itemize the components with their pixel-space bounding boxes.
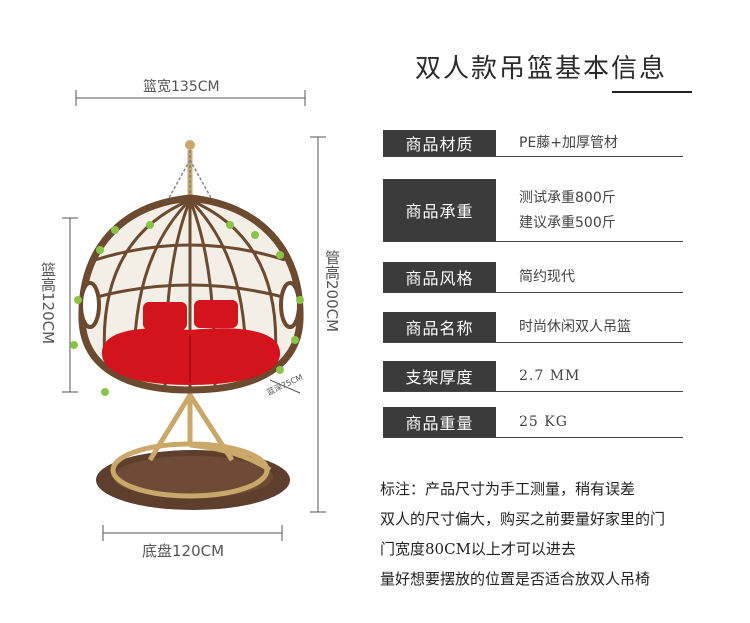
spec-label: 商品风格 bbox=[383, 262, 496, 292]
spec-label: 商品承重 bbox=[383, 179, 496, 241]
spec-row-name: 商品名称 时尚休闲双人吊篮 bbox=[383, 312, 683, 343]
spec-row-style: 商品风格 简约现代 bbox=[383, 262, 683, 293]
spec-value: 测试承重800斤 bbox=[519, 190, 616, 206]
spec-divider bbox=[383, 292, 683, 293]
hanging-hook bbox=[185, 140, 195, 150]
spec-value: 建议承重500斤 bbox=[519, 215, 616, 231]
base-dimension-line bbox=[102, 525, 283, 541]
spec-divider bbox=[383, 156, 683, 157]
note-line: 量好想要摆放的位置是否适合放双人吊椅 bbox=[380, 570, 651, 588]
width-dimension-line bbox=[75, 90, 306, 106]
tube-height-line bbox=[310, 136, 326, 513]
base-label: 底盘120CM bbox=[142, 542, 225, 560]
width-label: 篮宽135CM bbox=[143, 79, 220, 95]
product-illustration bbox=[0, 0, 370, 619]
spec-value: 简约现代 bbox=[519, 269, 575, 285]
vine-decoration bbox=[70, 221, 304, 396]
note-line: 双人的尺寸偏大，购买之前要量好家里的门 bbox=[380, 510, 666, 528]
spec-row-thickness: 支架厚度 2.7 MM bbox=[383, 361, 683, 392]
back-pillow-left bbox=[143, 302, 187, 330]
notes-block: 标注：产品尺寸为手工测量，稍有误差 双人的尺寸偏大，购买之前要量好家里的门 门宽… bbox=[380, 474, 665, 594]
title-underline bbox=[612, 91, 692, 93]
spec-value: 2.7 MM bbox=[519, 368, 581, 384]
spec-value: 25 KG bbox=[519, 414, 568, 430]
spec-row-weight: 商品重量 25 KG bbox=[383, 407, 683, 438]
spec-label: 商品名称 bbox=[383, 312, 496, 342]
note-line: 门宽度80CM以上才可以进去 bbox=[380, 540, 576, 558]
spec-row-material: 商品材质 PE藤+加厚管材 bbox=[383, 130, 683, 158]
spec-row-load: 商品承重 测试承重800斤 建议承重500斤 bbox=[383, 179, 683, 242]
basket-height-line bbox=[62, 217, 78, 393]
tube-height-label: 管高200CM bbox=[323, 250, 341, 333]
spec-value: PE藤+加厚管材 bbox=[519, 135, 619, 151]
spec-label: 商品材质 bbox=[383, 130, 496, 156]
back-pillow-right bbox=[194, 300, 238, 328]
spec-divider bbox=[383, 342, 683, 343]
basket-height-label: 篮高120CM bbox=[39, 262, 57, 345]
spec-divider bbox=[383, 391, 683, 392]
spec-divider bbox=[383, 241, 683, 242]
spec-label: 支架厚度 bbox=[383, 361, 496, 391]
spec-label: 商品重量 bbox=[383, 407, 496, 437]
hanging-chair-drawing bbox=[62, 90, 326, 541]
spec-divider bbox=[383, 437, 683, 438]
page-title: 双人款吊篮基本信息 bbox=[415, 54, 668, 84]
spec-value: 时尚休闲双人吊篮 bbox=[519, 319, 631, 335]
depth-dimension-line bbox=[269, 379, 301, 394]
note-line: 标注：产品尺寸为手工测量，稍有误差 bbox=[380, 480, 636, 498]
